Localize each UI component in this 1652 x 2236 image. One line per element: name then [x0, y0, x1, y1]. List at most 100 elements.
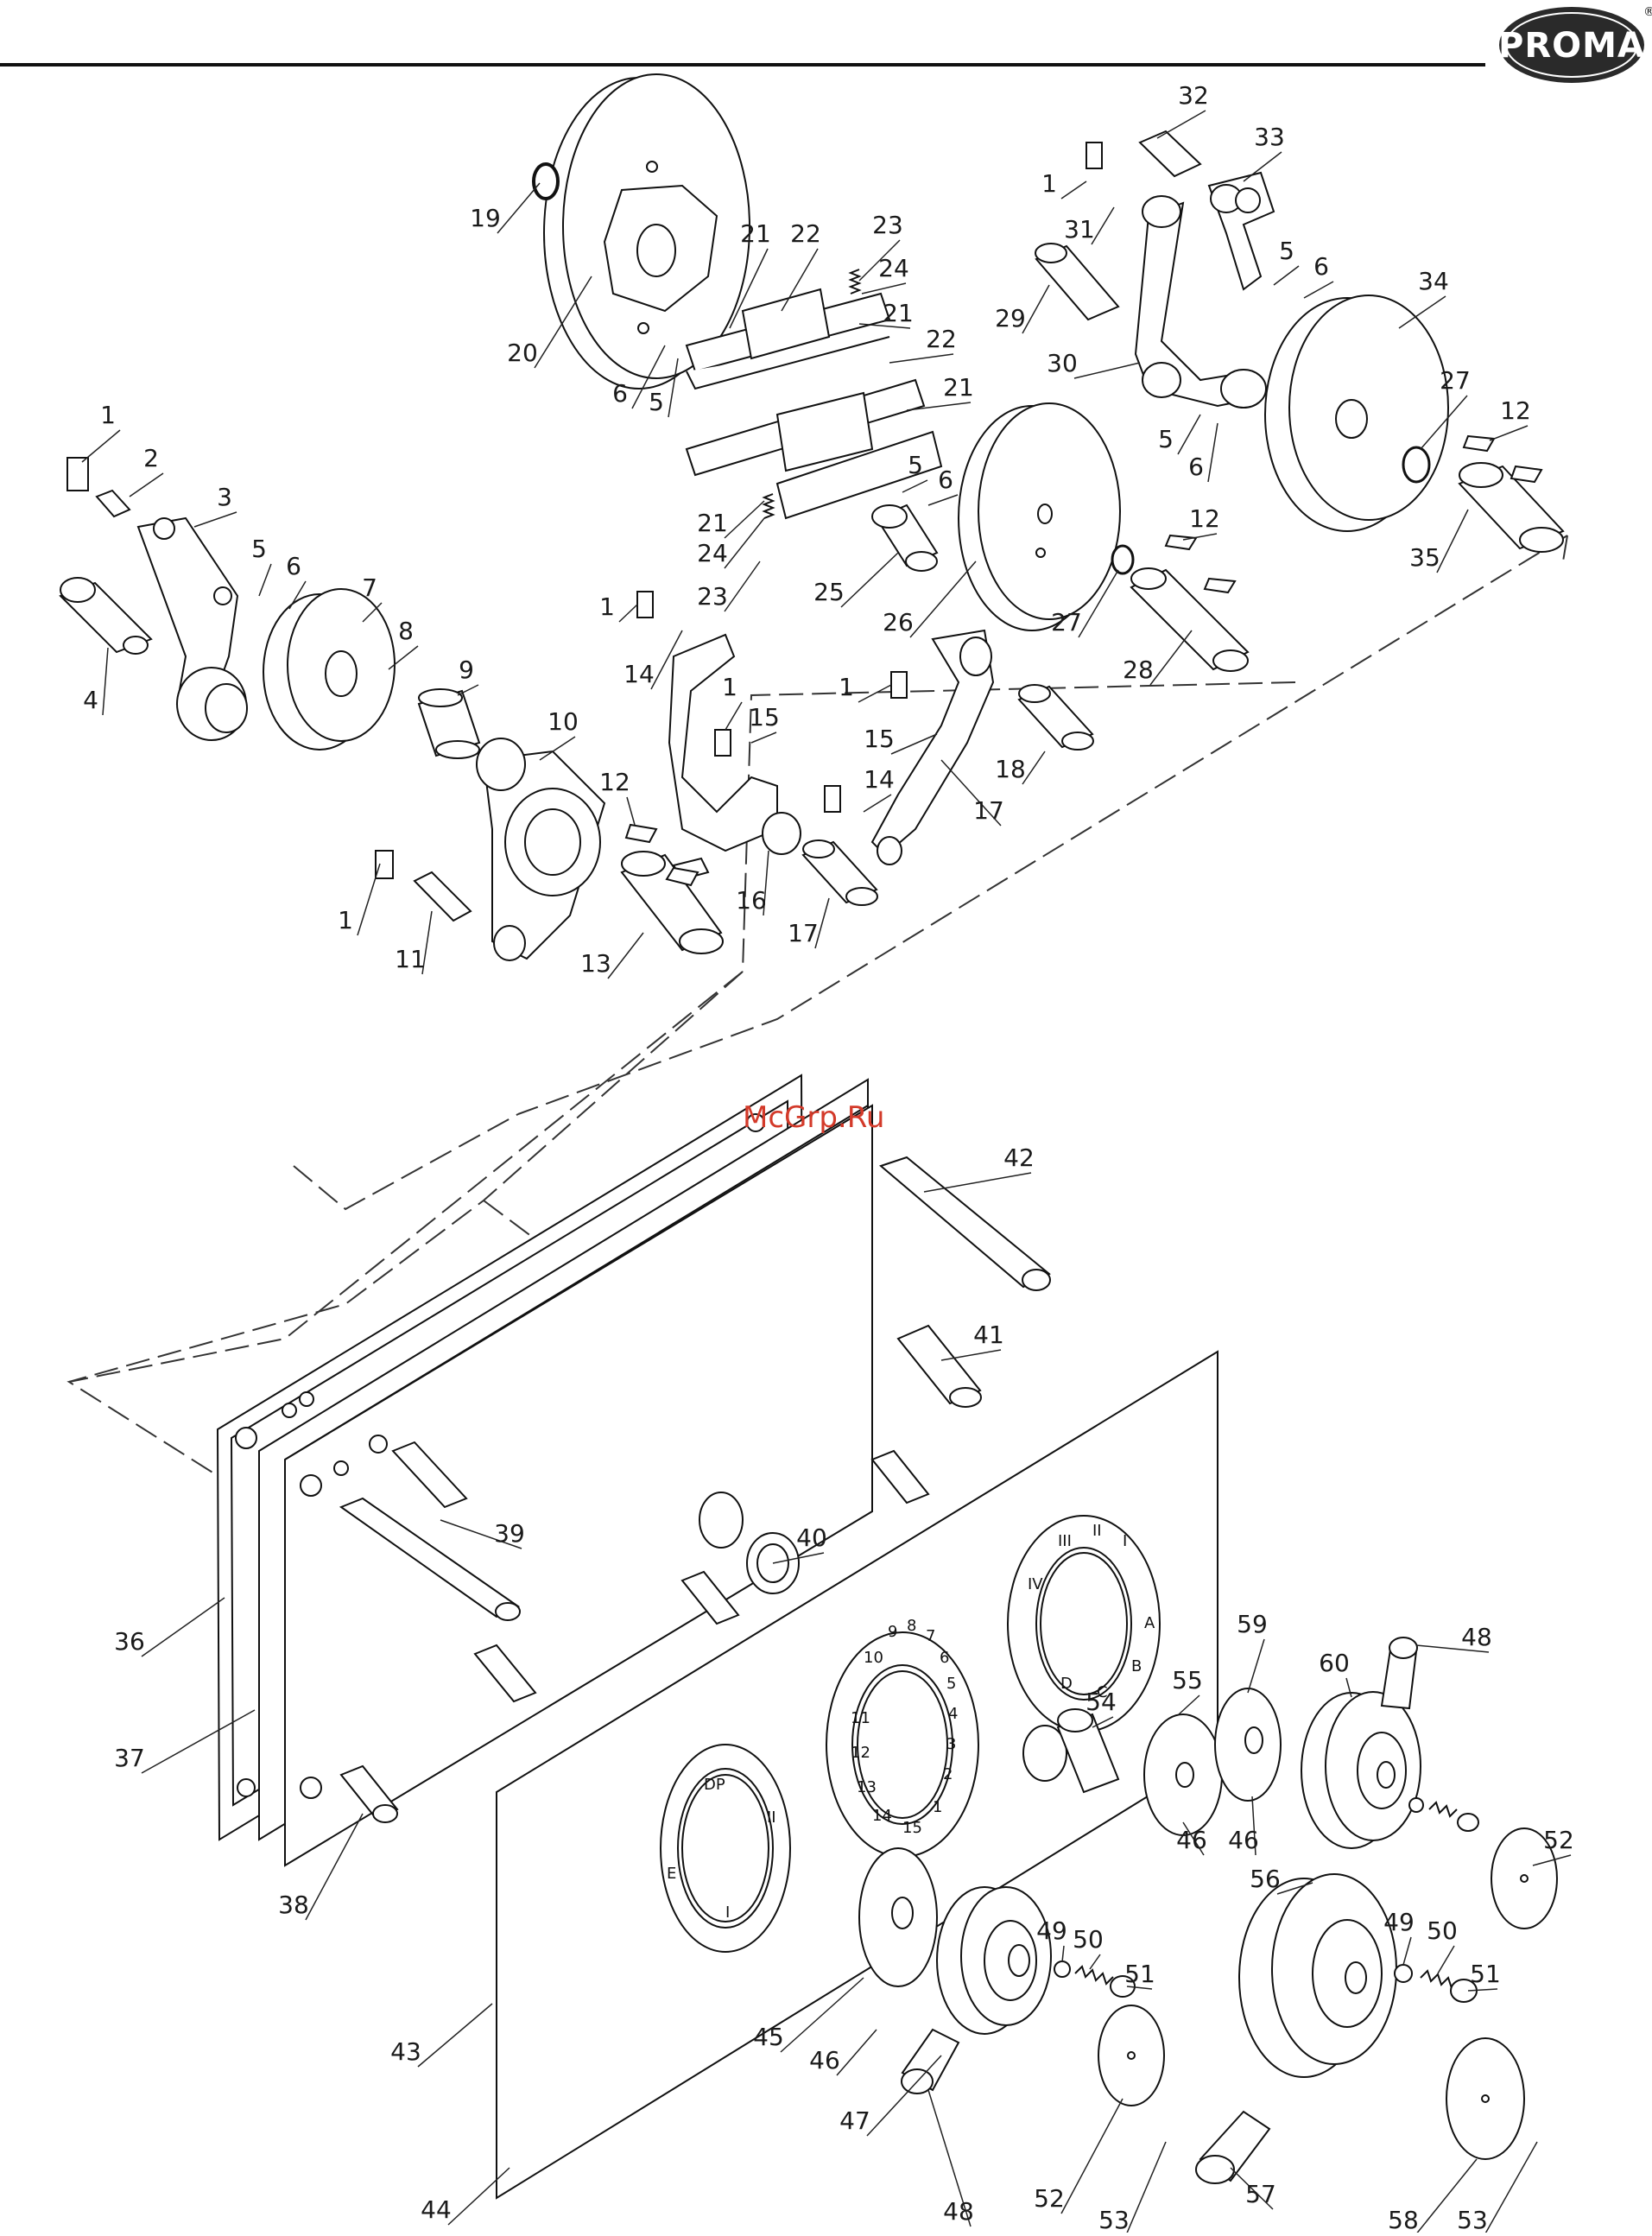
callout-c36: 36: [114, 1627, 145, 1656]
disc-7: [263, 589, 395, 750]
svg-text:I: I: [1123, 1532, 1127, 1550]
callout-c49a: 49: [1036, 1916, 1067, 1945]
callout-c16: 16: [736, 886, 767, 915]
lever-17: [872, 630, 993, 865]
proma-logo: PROMA ®: [1498, 5, 1652, 83]
leader-line-c17a: [814, 897, 830, 949]
callout-c60: 60: [1319, 1649, 1350, 1677]
callout-c44: 44: [421, 2195, 452, 2224]
callout-c23a: 23: [872, 211, 903, 239]
leader-line-c34: [1398, 295, 1446, 329]
leader-line-c59: [1247, 1638, 1265, 1694]
leader-line-c47: [866, 2055, 942, 2137]
callout-c51b: 51: [1470, 1960, 1501, 1988]
leader-line-c22a: [781, 248, 819, 312]
leader-line-c10: [539, 736, 576, 761]
callout-c24a: 24: [878, 254, 909, 282]
leader-line-c7: [362, 602, 383, 623]
callout-c5c: 5: [908, 451, 923, 479]
callout-c29: 29: [995, 304, 1026, 333]
leader-line-c38: [305, 1813, 364, 1921]
spring-24b: [764, 494, 773, 518]
svg-text:B: B: [1131, 1657, 1142, 1675]
leader-line-c39: [440, 1519, 522, 1549]
slide-plate-22b: [687, 380, 941, 518]
callout-c5d: 5: [1279, 237, 1294, 265]
leader-line-c6a: [288, 580, 307, 610]
pin-11: [376, 851, 471, 921]
svg-text:IV: IV: [1028, 1575, 1043, 1593]
callout-c38: 38: [278, 1891, 309, 1919]
callout-c17b: 17: [973, 796, 1004, 825]
callout-c10: 10: [548, 707, 579, 736]
leader-line-c54: [1092, 1716, 1114, 1728]
callout-c19: 19: [470, 204, 501, 232]
threaded-rod-39: [341, 1442, 520, 1620]
leader-line-c8: [388, 645, 419, 670]
svg-text:I: I: [725, 1903, 730, 1922]
callout-c54: 54: [1086, 1688, 1117, 1716]
callout-c42: 42: [1003, 1143, 1035, 1172]
callout-c57: 57: [1245, 2180, 1276, 2208]
svg-text:10: 10: [864, 1649, 883, 1667]
bushing-9: [419, 689, 479, 758]
callout-c52a: 52: [1034, 2184, 1065, 2213]
callout-c35: 35: [1409, 543, 1440, 572]
leader-line-c19: [497, 182, 541, 234]
svg-text:II: II: [1092, 1522, 1102, 1540]
washer-52-upper: [1491, 1828, 1557, 1929]
callout-c8: 8: [398, 617, 414, 645]
leader-line-c12b: [1182, 533, 1218, 541]
leader-line-c50b: [1437, 1945, 1455, 1974]
callout-c12c: 12: [1500, 396, 1531, 425]
knob-56: [1239, 1874, 1396, 2077]
leader-line-c5d: [1273, 265, 1300, 286]
ring-27b: [1403, 447, 1429, 482]
callout-c14b: 14: [864, 765, 895, 794]
slide-plate-22a: [687, 289, 889, 389]
svg-text:DP: DP: [704, 1776, 725, 1794]
callout-c15a: 15: [749, 703, 780, 732]
callout-c1c: 1: [599, 592, 615, 621]
callout-c22b: 22: [926, 325, 957, 353]
leader-line-c50a: [1089, 1954, 1101, 1970]
callout-c31: 31: [1064, 215, 1095, 244]
leader-line-c49b: [1402, 1936, 1412, 1966]
leader-line-c24a: [861, 282, 907, 295]
svg-text:A: A: [1144, 1614, 1155, 1632]
callout-c11: 11: [395, 945, 426, 973]
panel-hole: [1023, 1726, 1067, 1781]
callout-c37: 37: [114, 1744, 145, 1772]
washer-52-lower: [1098, 2005, 1164, 2106]
arm-33: [1209, 173, 1274, 289]
callout-c17a: 17: [788, 919, 819, 947]
pin-29: [1035, 244, 1118, 320]
callout-c1e: 1: [839, 673, 854, 701]
leader-line-c1c: [618, 604, 638, 623]
callout-c43: 43: [390, 2037, 421, 2066]
shaft-35: [1459, 463, 1563, 552]
leader-line-c21b: [858, 323, 911, 329]
leader-line-c55: [1178, 1694, 1200, 1715]
svg-text:III: III: [1058, 1532, 1072, 1550]
pin-2: [67, 458, 130, 516]
cam-disc-20: [544, 74, 750, 389]
panel-housing: [285, 1105, 872, 1865]
shaft-13: [622, 852, 723, 953]
leader-line-c26: [909, 561, 977, 638]
callout-c5a: 5: [251, 535, 267, 563]
leader-line-c48a: [927, 2089, 972, 2227]
svg-text:11: 11: [851, 1709, 870, 1727]
leader-line-c13: [607, 932, 644, 979]
leader-line-c16: [763, 850, 769, 916]
leader-line-c23a: [858, 239, 901, 282]
screw-38: [341, 1451, 928, 1822]
svg-text:15: 15: [902, 1819, 922, 1837]
dial-right: [1008, 1516, 1160, 1732]
svg-text:2: 2: [943, 1765, 953, 1783]
leader-line-c6c: [927, 494, 959, 506]
index-plate-55: [1144, 1714, 1222, 1835]
callout-c55: 55: [1172, 1666, 1203, 1694]
